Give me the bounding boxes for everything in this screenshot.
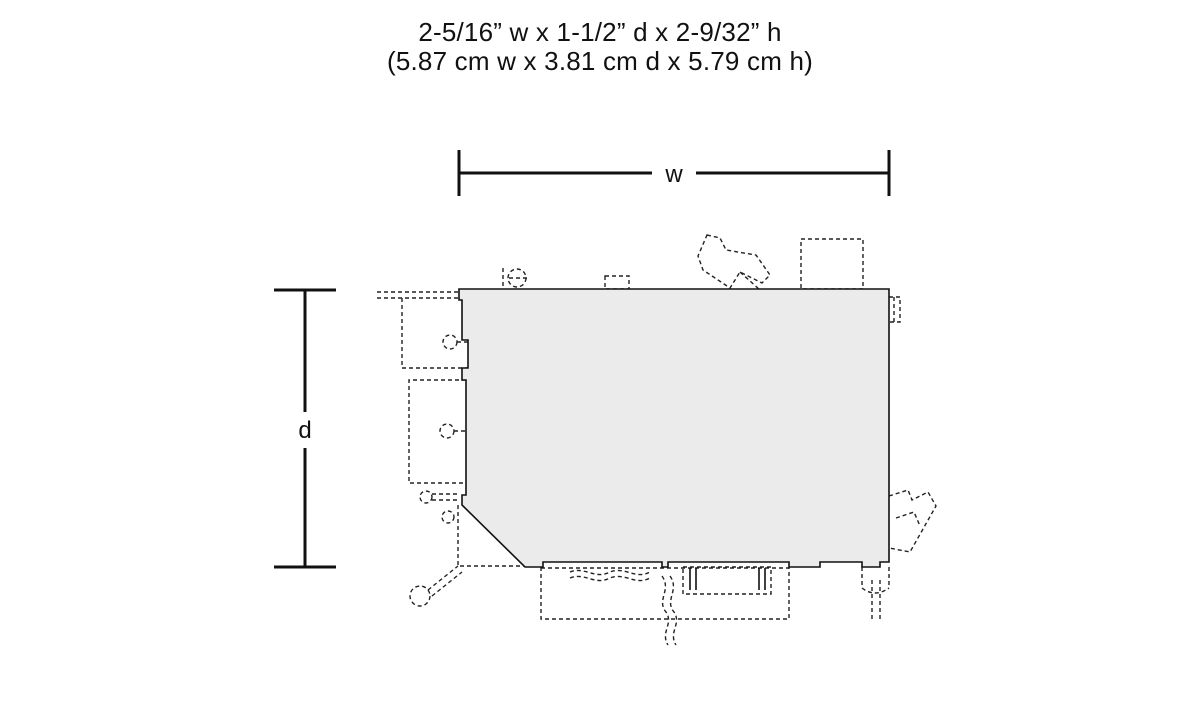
width-dimension: w [457,150,891,196]
bottom-right-post-outline [861,567,890,620]
right-angled-part-outline [888,489,937,553]
left-lower-knob-outline [439,423,455,439]
crank-handle-outline [409,585,431,607]
top-circle-bracket [502,268,530,289]
width-label: w [664,161,683,188]
right-bracket-outline [889,296,901,323]
depth-dimension: d [274,288,336,569]
bottom-inner-tray-left-rod [689,568,697,590]
top-angled-part-inner [739,271,761,291]
dimension-metric: (5.87 cm w x 3.81 cm d x 5.79 cm h) [386,46,814,76]
accessory-outlines [377,234,937,646]
dimension-text: 2-5/16” w x 1-1/2” d x 2-9/32” h (5.87 c… [0,18,1200,76]
left-upper-box-outline [401,298,468,369]
dimension-imperial: 2-5/16” w x 1-1/2” d x 2-9/32” h [418,17,782,47]
bottom-tray-outline [540,567,790,620]
top-small-box-outline [604,275,630,290]
crank-frame-outline [457,505,525,567]
left-upper-knob-outline [442,334,458,350]
knob-stems [454,341,468,432]
left-lower-box-outline [408,379,466,484]
equipment-body [458,288,890,568]
top-angled-part-outline [697,234,771,289]
bottom-chain-outline [661,575,678,646]
top-right-box-outline [800,238,864,290]
bottom-inner-tray-right-rod [758,568,766,590]
left-small-knob-lower [441,510,455,524]
top-left-bar-outline [377,291,462,299]
left-small-knob-upper-stem [432,493,458,501]
bottom-inner-tray-outline [682,566,772,595]
left-small-knob-upper [419,490,433,504]
crank-arm-outline [427,565,463,597]
bottom-right-post-cap [861,587,890,594]
bottom-hose-outline [569,569,651,582]
right-angled-part-inner [895,511,921,527]
depth-label: d [298,417,311,444]
